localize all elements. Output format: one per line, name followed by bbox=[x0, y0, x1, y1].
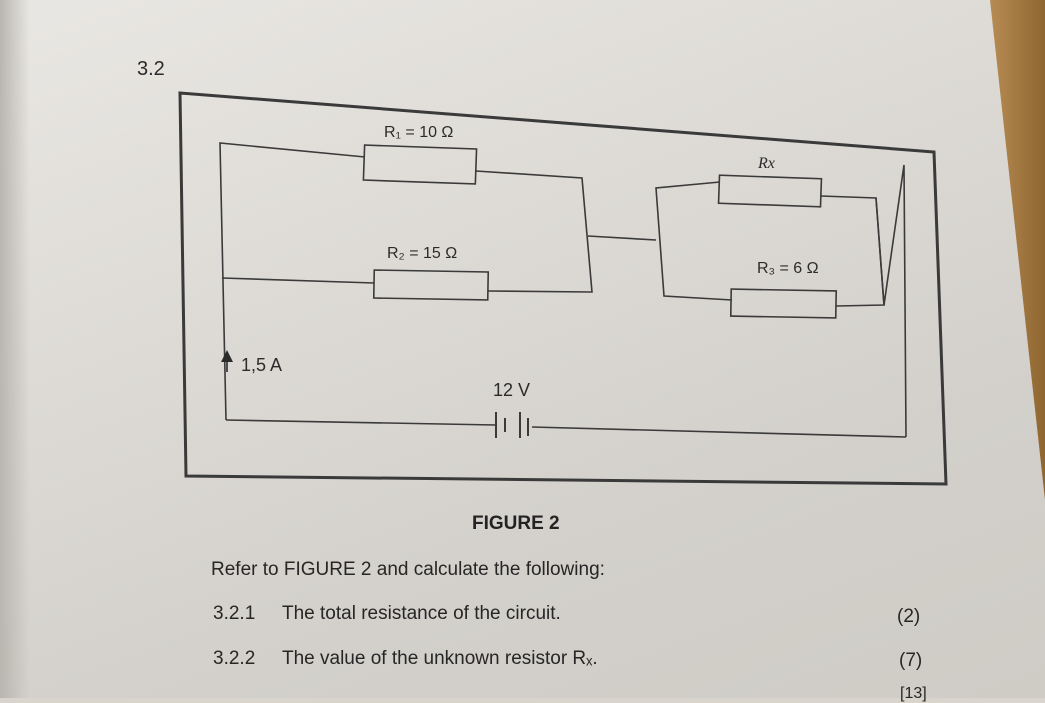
wire-rx-right bbox=[820, 195, 885, 307]
question-3-2-1-text: The total resistance of the circuit. bbox=[282, 603, 561, 624]
wire-right-outer bbox=[875, 164, 907, 438]
wire-bottom-left bbox=[225, 419, 497, 426]
question-3-2-1-number: 3.2.1 bbox=[213, 603, 256, 624]
resistor-r3 bbox=[729, 288, 838, 319]
wire-middle bbox=[587, 235, 657, 241]
resistor-rx bbox=[717, 174, 823, 208]
wire-rx-left bbox=[655, 181, 733, 301]
figure-caption: FIGURE 2 bbox=[472, 513, 560, 534]
figure-frame bbox=[178, 91, 948, 486]
resistor-r1 bbox=[362, 144, 478, 185]
label-r2: R₂ = 15 Ω bbox=[387, 245, 458, 262]
wire-left-top bbox=[219, 142, 366, 421]
label-r3: R₃ = 6 Ω bbox=[757, 260, 819, 277]
current-arrow-icon bbox=[221, 350, 233, 362]
wire-bottom-right bbox=[531, 426, 907, 438]
label-r1: R₁ = 10 Ω bbox=[384, 124, 454, 141]
paper-shadow bbox=[0, 0, 30, 698]
total-marks: [13] bbox=[900, 685, 927, 702]
question-3-2-2-marks: (7) bbox=[899, 650, 923, 671]
question-number: 3.2 bbox=[137, 58, 165, 80]
question-3-2-1-marks: (2) bbox=[897, 606, 921, 627]
label-voltage: 12 V bbox=[493, 380, 531, 400]
question-3-2-2-text: The value of the unknown resistor Rₓ. bbox=[282, 648, 598, 669]
wire-r2-left bbox=[221, 277, 375, 284]
label-current: 1,5 A bbox=[241, 355, 283, 375]
question-3-2-2-number: 3.2.2 bbox=[213, 648, 256, 669]
label-rx: Rx bbox=[758, 155, 775, 172]
resistor-r2 bbox=[372, 269, 490, 301]
wire-r1-right bbox=[475, 170, 593, 293]
instructions: Refer to FIGURE 2 and calculate the foll… bbox=[211, 559, 605, 580]
